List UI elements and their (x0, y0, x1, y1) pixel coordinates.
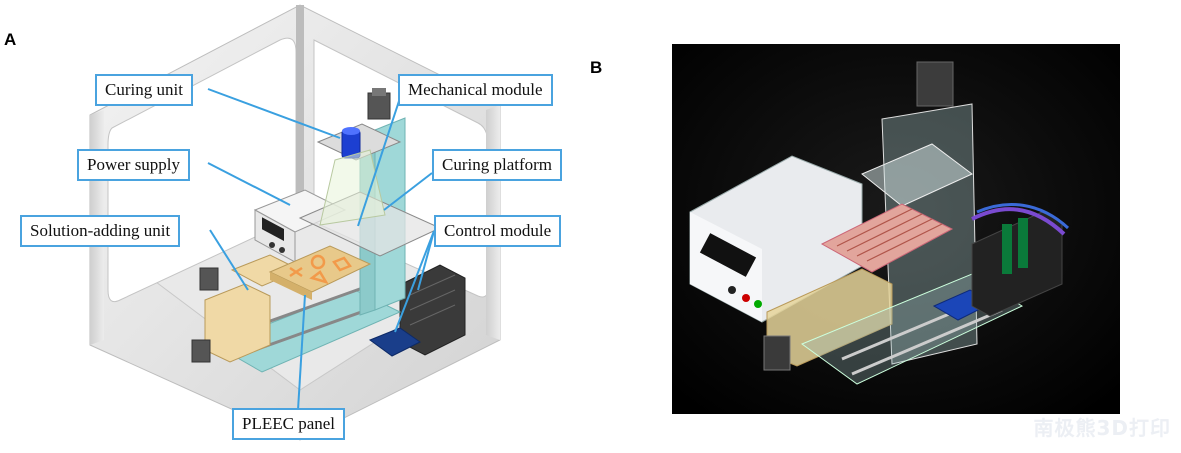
callout-mechanical-module: Mechanical module (398, 74, 553, 106)
watermark-text: 南极熊3D打印 (1033, 416, 1171, 440)
callout-power-supply: Power supply (77, 149, 191, 181)
control-module-model (368, 264, 466, 357)
device-photo-illustration (672, 44, 1120, 414)
panel-label-a: A (4, 30, 17, 49)
curing-unit-model (316, 123, 402, 226)
cad-rendering (89, 4, 501, 441)
pleec-panel-model (268, 245, 372, 300)
callout-control-module: Control module (434, 215, 562, 247)
panel-label-b: B (590, 58, 603, 77)
solution-adding-unit-model (191, 254, 302, 363)
power-supply-model (253, 189, 347, 263)
device-photo (672, 44, 1120, 414)
callout-curing-unit: Curing unit (95, 74, 193, 106)
callout-solution-adding-unit: Solution-adding unit (20, 215, 181, 247)
leader-lines (207, 88, 435, 411)
callout-pleec-panel: PLEEC panel (232, 408, 346, 440)
callout-curing-platform: Curing platform (432, 149, 563, 181)
